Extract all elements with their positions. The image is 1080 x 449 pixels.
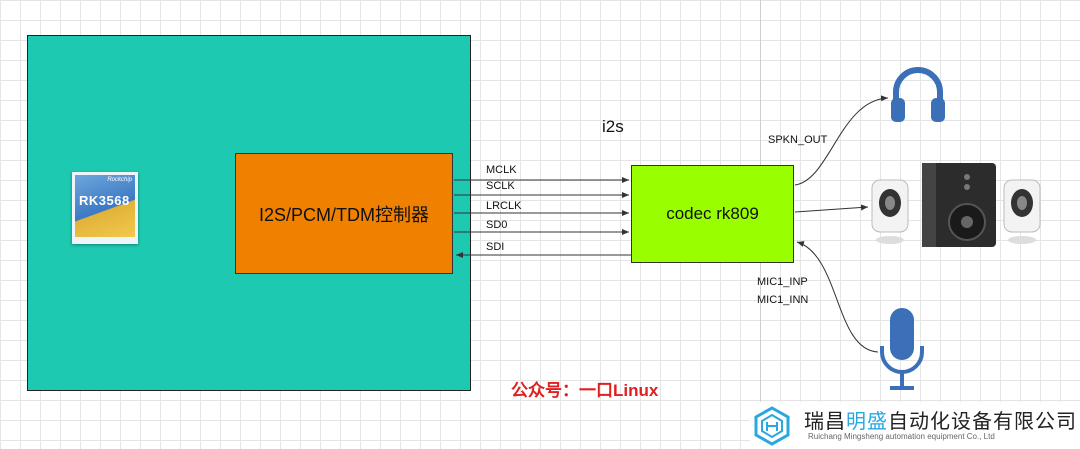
i2s-controller-block: I2S/PCM/TDM控制器 <box>235 153 453 274</box>
wechat-label: 公众号：一口Linux <box>511 381 659 400</box>
company-name-post: 自动化设备有限公司 <box>888 411 1077 433</box>
chip-brand: Rockchip <box>107 177 132 183</box>
chip-model: RK3568 <box>79 193 130 208</box>
signal-label-lrclk: LRCLK <box>486 200 522 212</box>
spkn-out-curve <box>794 95 889 186</box>
microphone-icon <box>880 308 924 390</box>
mic1-inp-label: MIC1_INP <box>757 276 808 288</box>
rk3568-chip-image: Rockchip RK3568 <box>72 172 138 244</box>
controller-label: I2S/PCM/TDM控制器 <box>258 204 429 225</box>
spkn-out-label: SPKN_OUT <box>768 134 828 146</box>
company-name-english: Ruichang Mingsheng automation equipment … <box>808 432 995 441</box>
codec-block: codec rk809 <box>631 165 794 263</box>
company-name-pre: 瑞昌 <box>804 411 846 433</box>
mic-curve <box>796 241 879 353</box>
signal-label-sdi: SDI <box>486 241 505 253</box>
company-name: 瑞昌明盛自动化设备有限公司 <box>804 405 1077 434</box>
bus-label: i2s <box>602 117 624 136</box>
signal-label-sd0: SD0 <box>486 219 508 231</box>
signal-label-sclk: SCLK <box>486 180 515 192</box>
chip-face: Rockchip RK3568 <box>75 175 135 237</box>
headphones-icon <box>891 67 945 122</box>
company-watermark: 瑞昌明盛自动化设备有限公司 Ruichang Mingsheng automat… <box>750 402 1080 449</box>
company-logo-icon <box>754 406 790 446</box>
codec-label: codec rk809 <box>666 204 759 223</box>
signal-label-mclk: MCLK <box>486 164 517 176</box>
speakers-icon <box>871 163 1041 247</box>
speaker-line <box>794 204 869 213</box>
mic1-inn-label: MIC1_INN <box>757 294 809 306</box>
company-name-highlight: 明盛 <box>846 411 888 433</box>
